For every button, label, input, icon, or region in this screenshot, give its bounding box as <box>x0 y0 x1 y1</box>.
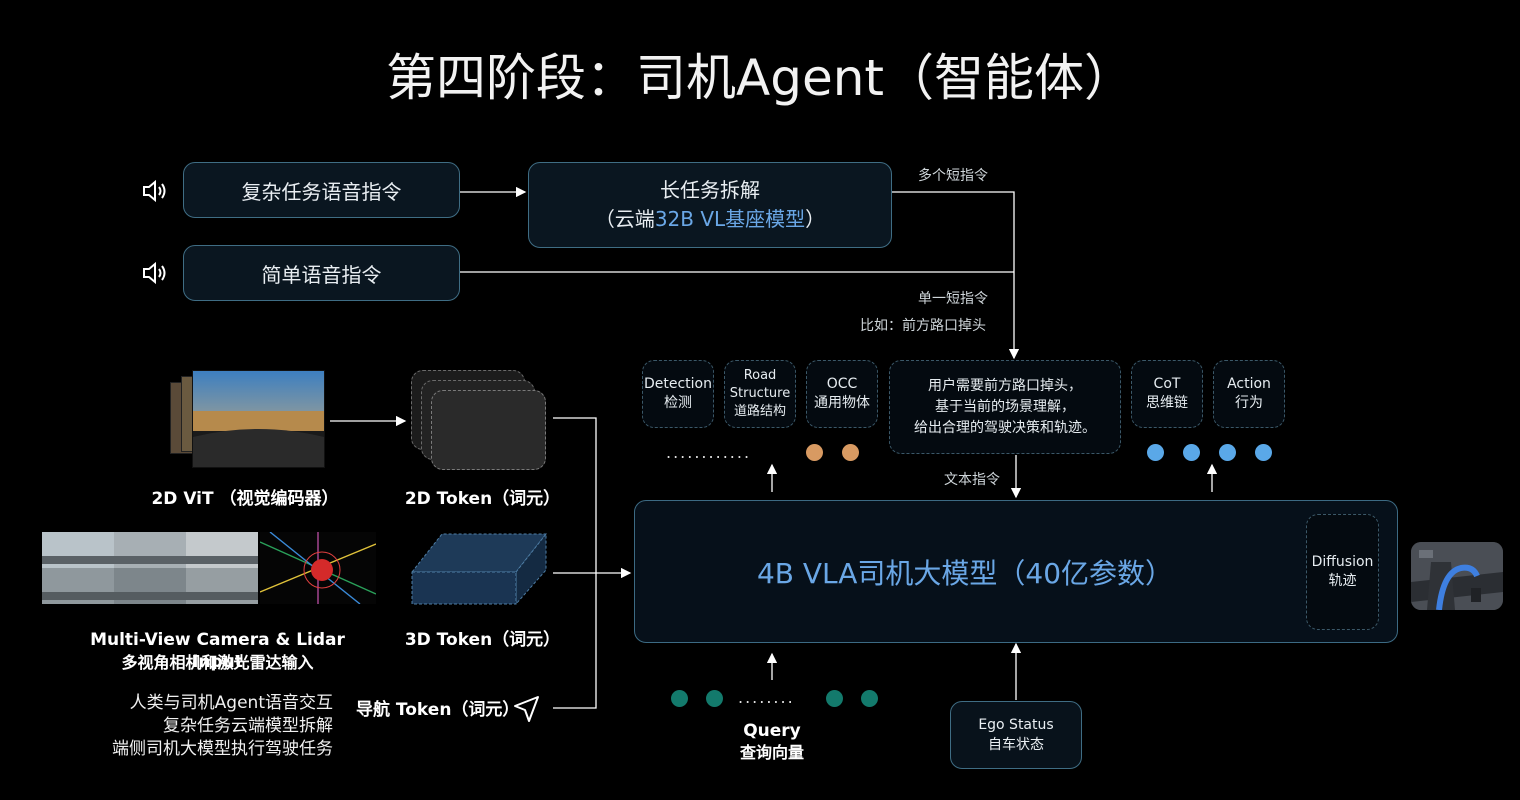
query-ellipsis: ........ <box>738 688 795 707</box>
speaker-icon <box>141 260 171 286</box>
teal-query-dot <box>861 690 878 707</box>
camera-caption-en: Multi-View Camera & Lidar Input <box>90 630 345 672</box>
single-short-instruction-label: 单一短指令 <box>918 291 988 307</box>
complex-voice-command-box: 复杂任务语音指令 <box>183 162 460 218</box>
teal-query-dot <box>671 690 688 707</box>
blue-token-dot <box>1219 444 1236 461</box>
summary-line: 复杂任务云端模型拆解 <box>163 716 333 736</box>
2d-token-caption: 2D Token（词元） <box>404 489 561 509</box>
lidar-point-cloud-image <box>260 532 376 604</box>
3d-token-caption: 3D Token（词元） <box>404 630 561 650</box>
reasoning-text-box: 用户需要前方路口掉头，基于当前的场景理解，给出合理的驾驶决策和轨迹。 <box>889 360 1121 454</box>
nav-token-caption: 导航 Token（词元） <box>356 700 520 720</box>
trajectory-thumbnail <box>1411 542 1503 610</box>
camera-caption-zh: 多视角相机和激光雷达输入 <box>121 653 314 672</box>
text-instruction-label: 文本指令 <box>944 472 1000 488</box>
vla-main-model-label: 4B VLA司机大模型（40亿参数） <box>756 556 1174 590</box>
2d-token-card-front <box>431 390 546 470</box>
vit-caption: 2D ViT （视觉编码器） <box>151 489 339 509</box>
simple-voice-command-box: 简单语音指令 <box>183 245 460 301</box>
vla-main-model-box: 4B VLA司机大模型（40亿参数） <box>634 500 1398 643</box>
summary-text: 人类与司机Agent语音交互 复杂任务云端模型拆解 端侧司机大模型执行驾驶任务 <box>90 692 333 761</box>
cloud-model-box: 长任务拆解 （云端32B VL基座模型） <box>528 162 892 248</box>
cloud-model-title: 长任务拆解 <box>660 178 760 202</box>
example-label: 比如：前方路口掉头 <box>860 318 986 334</box>
blue-token-dot <box>1183 444 1200 461</box>
simple-voice-command-label: 简单语音指令 <box>261 262 382 287</box>
page-title: 第四阶段：司机Agent（智能体） <box>386 49 1134 107</box>
speaker-icon <box>141 178 171 204</box>
navigation-arrow-icon <box>511 694 541 724</box>
cloud-model-subtitle: （云端32B VL基座模型） <box>594 207 826 231</box>
token-ellipsis: ............ <box>666 443 752 462</box>
blue-token-dot <box>1147 444 1164 461</box>
road-scene-image <box>192 370 325 468</box>
orange-token-dot <box>806 444 823 461</box>
summary-line: 人类与司机Agent语音交互 <box>129 693 333 713</box>
3d-token-block <box>410 530 550 606</box>
orange-token-dot <box>842 444 859 461</box>
multi-view-camera-image <box>42 532 258 604</box>
teal-query-dot <box>826 690 843 707</box>
teal-query-dot <box>706 690 723 707</box>
complex-voice-command-label: 复杂任务语音指令 <box>241 179 402 204</box>
blue-token-dot <box>1255 444 1272 461</box>
summary-line: 端侧司机大模型执行驾驶任务 <box>112 739 333 759</box>
multi-short-instruction-label: 多个短指令 <box>918 168 988 184</box>
